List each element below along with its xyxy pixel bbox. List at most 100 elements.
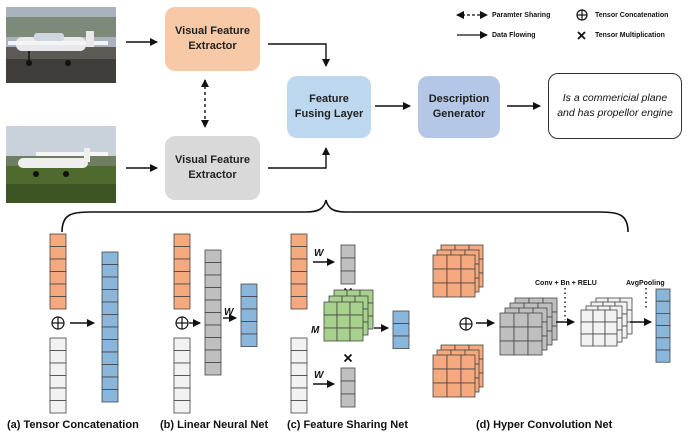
sharing-orange-column bbox=[290, 233, 308, 310]
sharing-cross-bottom-icon-b bbox=[343, 353, 353, 363]
caption-d: (d) Hyper Convolution Net bbox=[476, 419, 613, 431]
sharing-light-column-cell bbox=[290, 350, 308, 364]
sharing-grey-top-cell bbox=[340, 257, 356, 272]
hyper-orange-grid2-cell bbox=[460, 354, 476, 370]
sharing-orange-column-cell bbox=[290, 233, 308, 247]
concat-orange-column-cell bbox=[49, 271, 67, 285]
linear-orange-column bbox=[173, 233, 191, 310]
hyper-orange-grid2-cell bbox=[460, 382, 476, 398]
generator-label: Description Generator bbox=[428, 93, 490, 120]
legend-plus-icon bbox=[576, 9, 588, 21]
sharing-light-column-cell bbox=[290, 387, 308, 401]
concat-plus-icon bbox=[51, 316, 65, 330]
sharing-matrix-cell bbox=[336, 314, 351, 329]
hyper-orange-grid-cell bbox=[446, 282, 462, 298]
linear-grey-column bbox=[204, 249, 222, 376]
hyper-blue-column-cell bbox=[655, 349, 671, 363]
caption-b: (b) Linear Neural Net bbox=[160, 419, 269, 431]
sharing-light-column-cell bbox=[290, 362, 308, 376]
sharing-matrix bbox=[323, 301, 364, 342]
concat-blue-column-cell bbox=[101, 376, 119, 390]
hyper-pool-grid-cell bbox=[592, 309, 606, 323]
linear-light-column-cell bbox=[173, 375, 191, 389]
linear-light-column-cell bbox=[173, 362, 191, 376]
linear-blue-column-cell bbox=[240, 333, 258, 347]
output-description: Is a commericial plane and has propellor… bbox=[548, 73, 682, 139]
extractor-bottom-label: Visual Feature Extractor bbox=[175, 154, 250, 181]
hyper-orange-grid2-cell bbox=[446, 382, 462, 398]
concat-blue-column-cell bbox=[101, 264, 119, 278]
sharing-matrix-cell bbox=[349, 314, 364, 329]
concat-blue-column-cell bbox=[101, 251, 119, 265]
sharing-matrix-cell bbox=[349, 301, 364, 316]
concat-orange-column-cell bbox=[49, 283, 67, 297]
linear-light-column-cell bbox=[173, 400, 191, 414]
feature-fusing-layer: Feature Fusing Layer bbox=[287, 76, 371, 138]
sharing-w-label-top: W bbox=[314, 248, 325, 259]
concat-light-column-cell bbox=[49, 337, 67, 351]
hyper-plus-icon bbox=[459, 317, 473, 331]
sharing-light-column-cell bbox=[290, 337, 308, 351]
linear-light-column-cell bbox=[173, 350, 191, 364]
sharing-grey-top-cell bbox=[340, 270, 356, 285]
hyper-orange-grid2-cell bbox=[432, 382, 448, 398]
concat-blue-column-cell bbox=[101, 339, 119, 353]
hyper-orange-grid-cell bbox=[446, 254, 462, 270]
sharing-orange-column-cell bbox=[290, 296, 308, 310]
concat-light-column-cell bbox=[49, 350, 67, 364]
hyper-pool-grid-cell bbox=[592, 321, 606, 335]
hyper-pool-grid-cell bbox=[604, 333, 618, 347]
sharing-w-label-bottom: W bbox=[314, 370, 325, 381]
hyper-orange-grid-cell bbox=[432, 282, 448, 298]
legend-tensor-concatenation: Tensor Concatenation bbox=[595, 12, 669, 19]
hyper-blue-column bbox=[655, 288, 671, 363]
panel-feature-sharing-net: WMW bbox=[290, 233, 410, 414]
sharing-blue-column-cell bbox=[392, 323, 410, 337]
sharing-light-column-cell bbox=[290, 400, 308, 414]
sharing-grey-top bbox=[340, 244, 356, 285]
caption-a: (a) Tensor Concatenation bbox=[7, 419, 139, 431]
linear-plus-icon bbox=[175, 316, 189, 330]
linear-orange-column-cell bbox=[173, 233, 191, 247]
sharing-blue-column bbox=[392, 310, 410, 349]
sharing-light-column-cell bbox=[290, 375, 308, 389]
sharing-grey-bottom-cell bbox=[340, 380, 356, 395]
concat-light-column-cell bbox=[49, 375, 67, 389]
hyper-orange-grid2-cell bbox=[446, 354, 462, 370]
hyper-blue-column-cell bbox=[655, 288, 671, 302]
concat-light-column-cell bbox=[49, 387, 67, 401]
linear-grey-column-cell bbox=[204, 299, 222, 313]
hyper-conv-grid-cell bbox=[527, 326, 543, 342]
hyper-orange-grid-cell bbox=[432, 268, 448, 284]
hyper-conv-grid-cell bbox=[499, 326, 515, 342]
legend-data-flowing: Data Flowing bbox=[492, 32, 536, 39]
hyper-orange-grid-cell bbox=[446, 268, 462, 284]
concat-orange-column-cell bbox=[49, 258, 67, 272]
airplane-photo-top-image bbox=[6, 7, 116, 83]
hyper-pool-grid bbox=[580, 309, 618, 347]
hyper-blue-column-cell bbox=[655, 300, 671, 314]
concat-light-column bbox=[49, 337, 67, 414]
concat-blue-column-cell bbox=[101, 326, 119, 340]
visual-feature-extractor-bottom: Visual Feature Extractor bbox=[165, 136, 260, 200]
hyper-conv-grid-cell bbox=[499, 312, 515, 328]
linear-orange-column-cell bbox=[173, 258, 191, 272]
sharing-cross-bottom-icon bbox=[343, 353, 353, 363]
hyper-orange-grid-cell bbox=[460, 268, 476, 284]
linear-w-label: W bbox=[224, 307, 235, 318]
concat-blue-column-cell bbox=[101, 351, 119, 365]
hyper-pool-grid-cell bbox=[604, 321, 618, 335]
hyper-conv-grid-cell bbox=[513, 340, 529, 356]
arrow-extractor-top-to-fusing bbox=[268, 43, 330, 67]
linear-light-column-cell bbox=[173, 387, 191, 401]
sharing-grey-bottom bbox=[340, 367, 356, 408]
linear-blue-column-cell bbox=[240, 321, 258, 335]
concat-light-column-cell bbox=[49, 362, 67, 376]
description-generator: Description Generator bbox=[418, 76, 500, 138]
hyper-conv-grid bbox=[499, 312, 543, 356]
linear-grey-column-cell bbox=[204, 362, 222, 376]
linear-grey-column-cell bbox=[204, 274, 222, 288]
sharing-blue-column-cell bbox=[392, 335, 410, 349]
